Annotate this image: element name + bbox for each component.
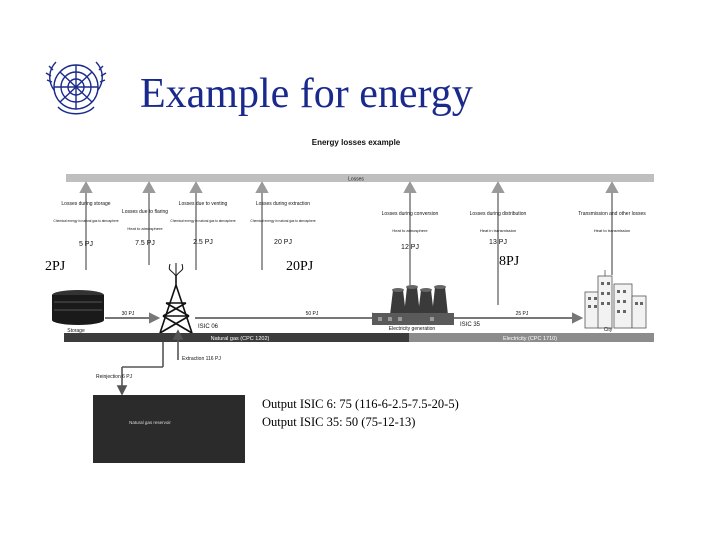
loss-box-5-value: 12 PJ: [401, 244, 419, 251]
loss-box-3-detail: Chemical energy in natural gas to atmosp…: [170, 219, 235, 223]
loss-box-1-title: Losses during storage: [61, 201, 110, 207]
gas-rig-icon: [159, 263, 193, 334]
loss-box-7-title: Transmission and other losses: [578, 211, 646, 217]
loss-box-7-detail: Heat to transmission: [594, 228, 630, 233]
reinjection-label: Reinjection 6 PJ: [96, 374, 133, 380]
isic-a-label: ISIC 06: [198, 324, 219, 330]
overlay-label-8pj: 8PJ: [499, 254, 520, 269]
output-line-isic-6: Output ISIC 6: 75 (116-6-2.5-7.5-20-5): [262, 397, 459, 411]
flow-rig-plant: 50 PJ: [306, 311, 319, 317]
loss-box-5: Losses during conversion Heat to atmosph…: [382, 211, 439, 251]
reservoir-box: [93, 395, 245, 463]
reservoir-label: Natural gas reservoir: [129, 420, 171, 425]
loss-box-4-detail: Chemical energy in natural gas to atmosp…: [250, 219, 315, 223]
plant-label: Electricity generation: [389, 326, 436, 332]
loss-box-5-detail: Heat to atmosphere: [392, 228, 428, 233]
un-emblem-icon: [45, 61, 107, 115]
loss-box-4-title: Losses during extraction: [256, 201, 310, 207]
storage-label: Storage: [67, 328, 85, 334]
slide-title: Example for energy: [140, 71, 473, 117]
loss-box-6-detail: Heat in transmission: [480, 228, 516, 233]
loss-box-2-detail: Heat to atmosphere: [127, 226, 163, 231]
loss-box-6-title: Losses during distribution: [470, 211, 527, 217]
loss-box-4-value: 20 PJ: [274, 239, 292, 246]
diagram-header: Energy losses example: [312, 138, 401, 147]
output-line-isic-35: Output ISIC 35: 50 (75-12-13): [262, 415, 416, 429]
overlay-label-20pj: 20PJ: [286, 259, 314, 274]
storage-tank-icon: [52, 290, 104, 325]
loss-box-6-value: 13 PJ: [489, 239, 507, 246]
loss-box-1: Losses during storage Chemical energy in…: [53, 201, 118, 248]
loss-box-5-title: Losses during conversion: [382, 211, 439, 217]
gas-bar-label: Natural gas (CPC 1202): [211, 336, 270, 342]
electricity-bar: [409, 333, 654, 342]
overlay-label-2pj: 2PJ: [45, 259, 66, 274]
loss-box-3: Losses due to venting Chemical energy in…: [170, 201, 235, 246]
electricity-bar-label: Electricity (CPC 1710): [503, 336, 557, 342]
loss-box-3-value: 2.5 PJ: [193, 239, 213, 246]
power-plant-icon: [372, 285, 454, 325]
loss-box-2: Losses due to flaring Heat to atmosphere…: [122, 209, 168, 247]
gas-bar: [64, 333, 409, 342]
loss-box-4: Losses during extraction Chemical energy…: [250, 201, 315, 246]
extraction-label: Extraction 116 PJ: [182, 356, 221, 362]
output-summary: Output ISIC 6: 75 (116-6-2.5-7.5-20-5) O…: [262, 395, 459, 431]
loss-box-6: Losses during distribution Heat in trans…: [470, 211, 527, 246]
loss-box-7: Transmission and other losses Heat to tr…: [578, 211, 646, 233]
losses-bar: [66, 174, 654, 182]
flow-plant-city: 25 PJ: [516, 311, 529, 317]
city-label: City: [604, 327, 613, 333]
loss-box-3-title: Losses due to venting: [179, 201, 228, 207]
loss-box-2-value: 7.5 PJ: [135, 240, 155, 247]
isic-b-label: ISIC 35: [460, 322, 481, 328]
losses-bar-label: Losses: [348, 177, 364, 183]
loss-box-1-detail: Chemical energy in natural gas to atmosp…: [53, 219, 118, 223]
loss-box-2-title: Losses due to flaring: [122, 209, 168, 215]
flow-storage-rig: 30 PJ: [122, 311, 135, 317]
city-icon: [584, 270, 647, 329]
loss-box-1-value: 5 PJ: [79, 241, 93, 248]
